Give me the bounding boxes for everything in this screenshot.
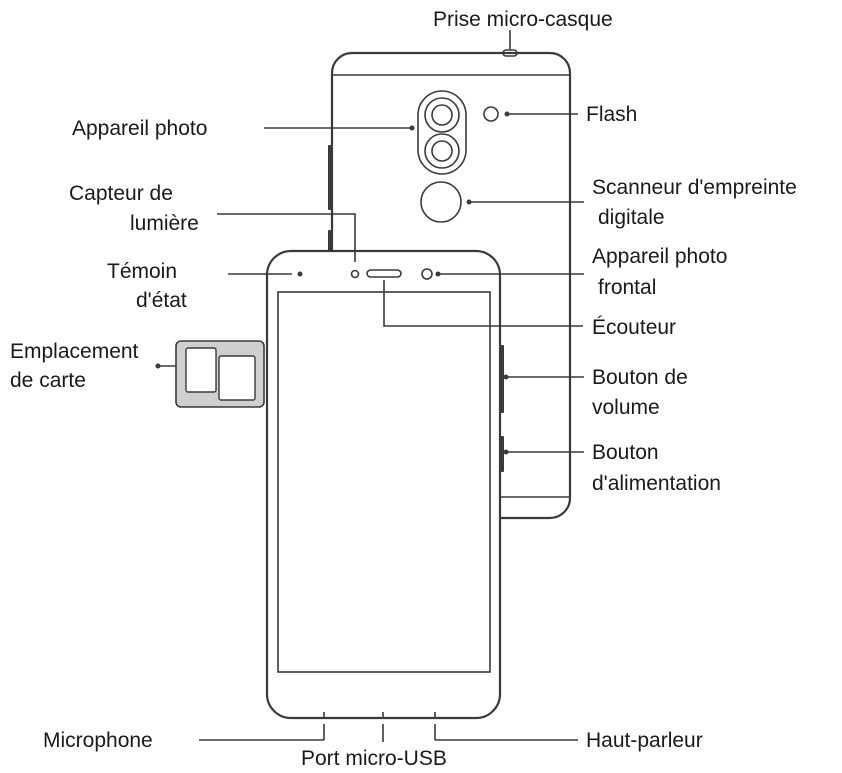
label-volume-line2: volume bbox=[592, 396, 660, 419]
label-speaker: Haut-parleur bbox=[586, 729, 703, 752]
leader-dot-volume bbox=[503, 374, 509, 380]
rear-camera-lens-bottom-inner bbox=[431, 140, 453, 162]
volume-button bbox=[499, 345, 504, 413]
rear-camera-lens-top-inner bbox=[431, 104, 453, 126]
label-flash: Flash bbox=[586, 103, 637, 126]
earpiece-grille bbox=[366, 269, 402, 278]
leader-dot-front-camera bbox=[435, 271, 441, 277]
leader-earpiece bbox=[383, 280, 583, 327]
label-rear-camera: Appareil photo bbox=[72, 117, 207, 140]
leader-light-sensor bbox=[217, 213, 356, 262]
fingerprint-sensor bbox=[420, 181, 462, 223]
status-led-icon bbox=[297, 271, 303, 277]
labels: Prise micro-casque Appareil photo Flash … bbox=[10, 8, 797, 770]
rear-camera-lens-top bbox=[424, 97, 460, 133]
label-status-led-line2: d'état bbox=[136, 289, 187, 312]
label-earpiece: Écouteur bbox=[592, 316, 676, 339]
label-front-camera-line1: Appareil photo bbox=[592, 245, 727, 268]
label-front-camera-line2: frontal bbox=[598, 276, 656, 299]
light-sensor-icon bbox=[350, 269, 360, 279]
leader-dot-card-slot bbox=[155, 363, 161, 369]
power-button bbox=[499, 436, 504, 472]
label-fingerprint-line2: digitale bbox=[598, 206, 665, 229]
leader-dot-fingerprint bbox=[466, 199, 472, 205]
label-usb-port: Port micro-USB bbox=[301, 747, 447, 770]
phone-front bbox=[265, 249, 504, 720]
label-card-slot-line1: Emplacement bbox=[10, 340, 139, 363]
leader-dot-power bbox=[503, 449, 509, 455]
flash-icon bbox=[483, 106, 499, 122]
rear-camera-module bbox=[417, 90, 467, 175]
label-light-sensor-line1: Capteur de bbox=[69, 182, 173, 205]
card-tray bbox=[175, 340, 265, 408]
card-tray-sim-slot bbox=[185, 347, 217, 393]
back-side-button-bottom bbox=[328, 230, 332, 255]
label-status-led-line1: Témoin bbox=[107, 260, 177, 283]
label-microphone: Microphone bbox=[43, 729, 153, 752]
leader-dot-flash bbox=[504, 111, 510, 117]
leader-dot-rear-camera bbox=[409, 125, 415, 131]
front-camera-icon bbox=[421, 268, 433, 280]
label-light-sensor-line2: lumière bbox=[130, 212, 199, 235]
label-power-line1: Bouton bbox=[592, 441, 659, 464]
label-headset-jack: Prise micro-casque bbox=[433, 8, 613, 31]
label-volume-line1: Bouton de bbox=[592, 366, 688, 389]
label-card-slot-line2: de carte bbox=[10, 369, 86, 392]
card-tray-sd-slot bbox=[218, 355, 256, 401]
label-fingerprint-line1: Scanneur d'empreinte bbox=[592, 176, 797, 199]
rear-camera-lens-bottom bbox=[424, 133, 460, 169]
label-power-line2: d'alimentation bbox=[592, 472, 721, 495]
leader-lines bbox=[155, 30, 584, 742]
back-side-button-top bbox=[328, 145, 332, 210]
